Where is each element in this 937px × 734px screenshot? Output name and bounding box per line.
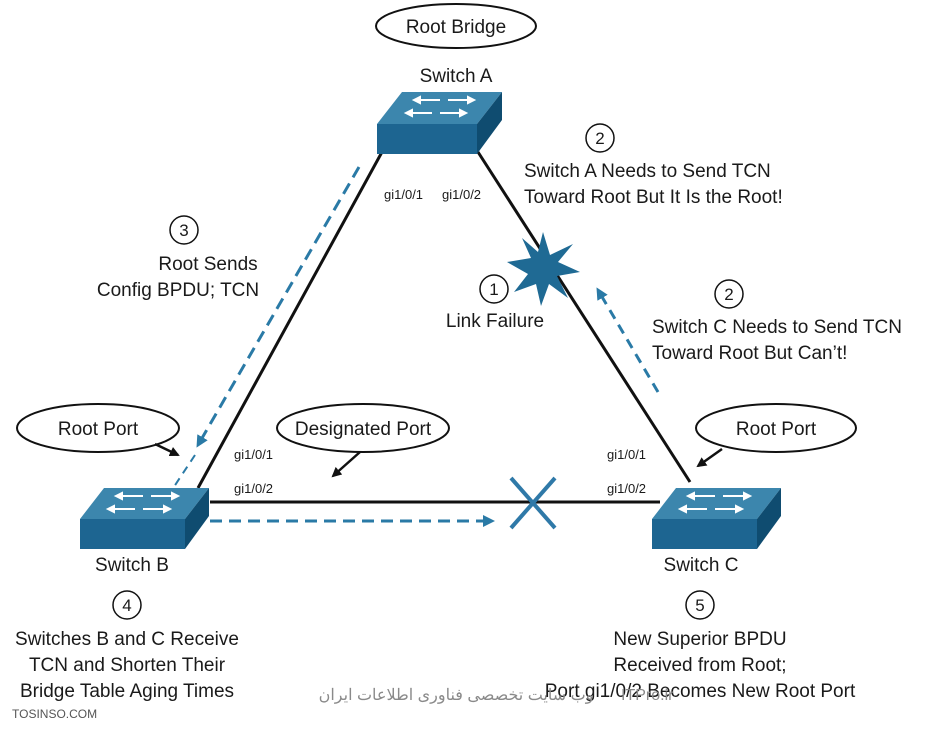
switch-a-label: Switch A <box>420 66 493 87</box>
step-1-badge <box>479 274 509 304</box>
step-2a-text-line1: Switch A Needs to Send TCN <box>524 161 771 182</box>
step-2a-badge <box>585 123 615 153</box>
root-port-c-callout <box>695 403 857 453</box>
blocked-port-cross-icon <box>509 476 557 530</box>
link-a-b <box>196 151 384 489</box>
step-1-number: 1 <box>489 280 498 299</box>
root-port-b-label: Root Port <box>58 419 139 440</box>
switch-a-icon <box>377 92 502 154</box>
switch-b-port-gi1: gi1/0/1 <box>234 447 273 462</box>
watermark-brand: ITPro.ir <box>621 687 674 704</box>
switch-b-icon <box>80 488 209 549</box>
step-2a-text-line2: Toward Root But It Is the Root! <box>524 187 783 208</box>
root-port-c-pointer <box>696 447 723 468</box>
step-4-text-line2: TCN and Shorten Their <box>29 655 226 676</box>
root-bridge-label: Root Bridge <box>406 17 506 38</box>
step-3-text-line2: Config BPDU; TCN <box>97 280 259 301</box>
root-port-b-callout <box>16 403 180 453</box>
step-4-text-line3: Bridge Table Aging Times <box>20 681 234 702</box>
step-5-number: 5 <box>695 596 704 615</box>
switch-a-port-gi2: gi1/0/2 <box>442 187 481 202</box>
switch-b-label: Switch B <box>95 555 169 576</box>
switch-c-port-gi2: gi1/0/2 <box>607 481 646 496</box>
step-3-text-line1: Root Sends <box>158 254 257 275</box>
link-a-c <box>476 151 692 483</box>
switch-b-port-gi2: gi1/0/2 <box>234 481 273 496</box>
designated-port-label: Designated Port <box>295 419 432 440</box>
step-4-badge <box>112 590 142 620</box>
switch-a-port-gi1: gi1/0/1 <box>384 187 423 202</box>
switch-c-icon <box>652 488 781 549</box>
step-5-text-line3: Port gi1/0/2 Becomes New Root Port <box>545 681 856 702</box>
watermark-site: TOSINSO.COM <box>12 707 97 721</box>
switch-c-label: Switch C <box>664 555 739 576</box>
step-2c-badge <box>714 279 744 309</box>
step-1-text: Link Failure <box>446 311 544 332</box>
designated-port-callout <box>276 403 450 453</box>
root-port-b-pointer <box>154 442 180 457</box>
config-bpdu-tcn-arrow <box>196 166 361 448</box>
step-2c-text-line1: Switch C Needs to Send TCN <box>652 317 902 338</box>
designated-port-pointer <box>331 451 361 478</box>
switch-c-port-gi1: gi1/0/1 <box>607 447 646 462</box>
step-4-text-line1: Switches B and C Receive <box>15 629 239 650</box>
root-bridge-callout <box>375 3 537 49</box>
watermark-persian: وب سایت تخصصی فناوری اطلاعات ایران <box>319 687 594 704</box>
step-3-badge <box>169 215 199 245</box>
root-port-c-label: Root Port <box>736 419 817 440</box>
tcn-arrow-c-blocked <box>596 287 660 393</box>
step-4-number: 4 <box>122 596 131 615</box>
link-failure-burst-icon <box>507 232 580 306</box>
step-2c-text-line2: Toward Root But Can’t! <box>652 343 847 364</box>
step-5-badge <box>685 590 715 620</box>
step-2c-number: 2 <box>724 285 733 304</box>
step-3-number: 3 <box>179 221 188 240</box>
step-5-text-line1: New Superior BPDU <box>613 629 786 650</box>
step-5-text-line2: Received from Root; <box>613 655 786 676</box>
step-2a-number: 2 <box>595 129 604 148</box>
